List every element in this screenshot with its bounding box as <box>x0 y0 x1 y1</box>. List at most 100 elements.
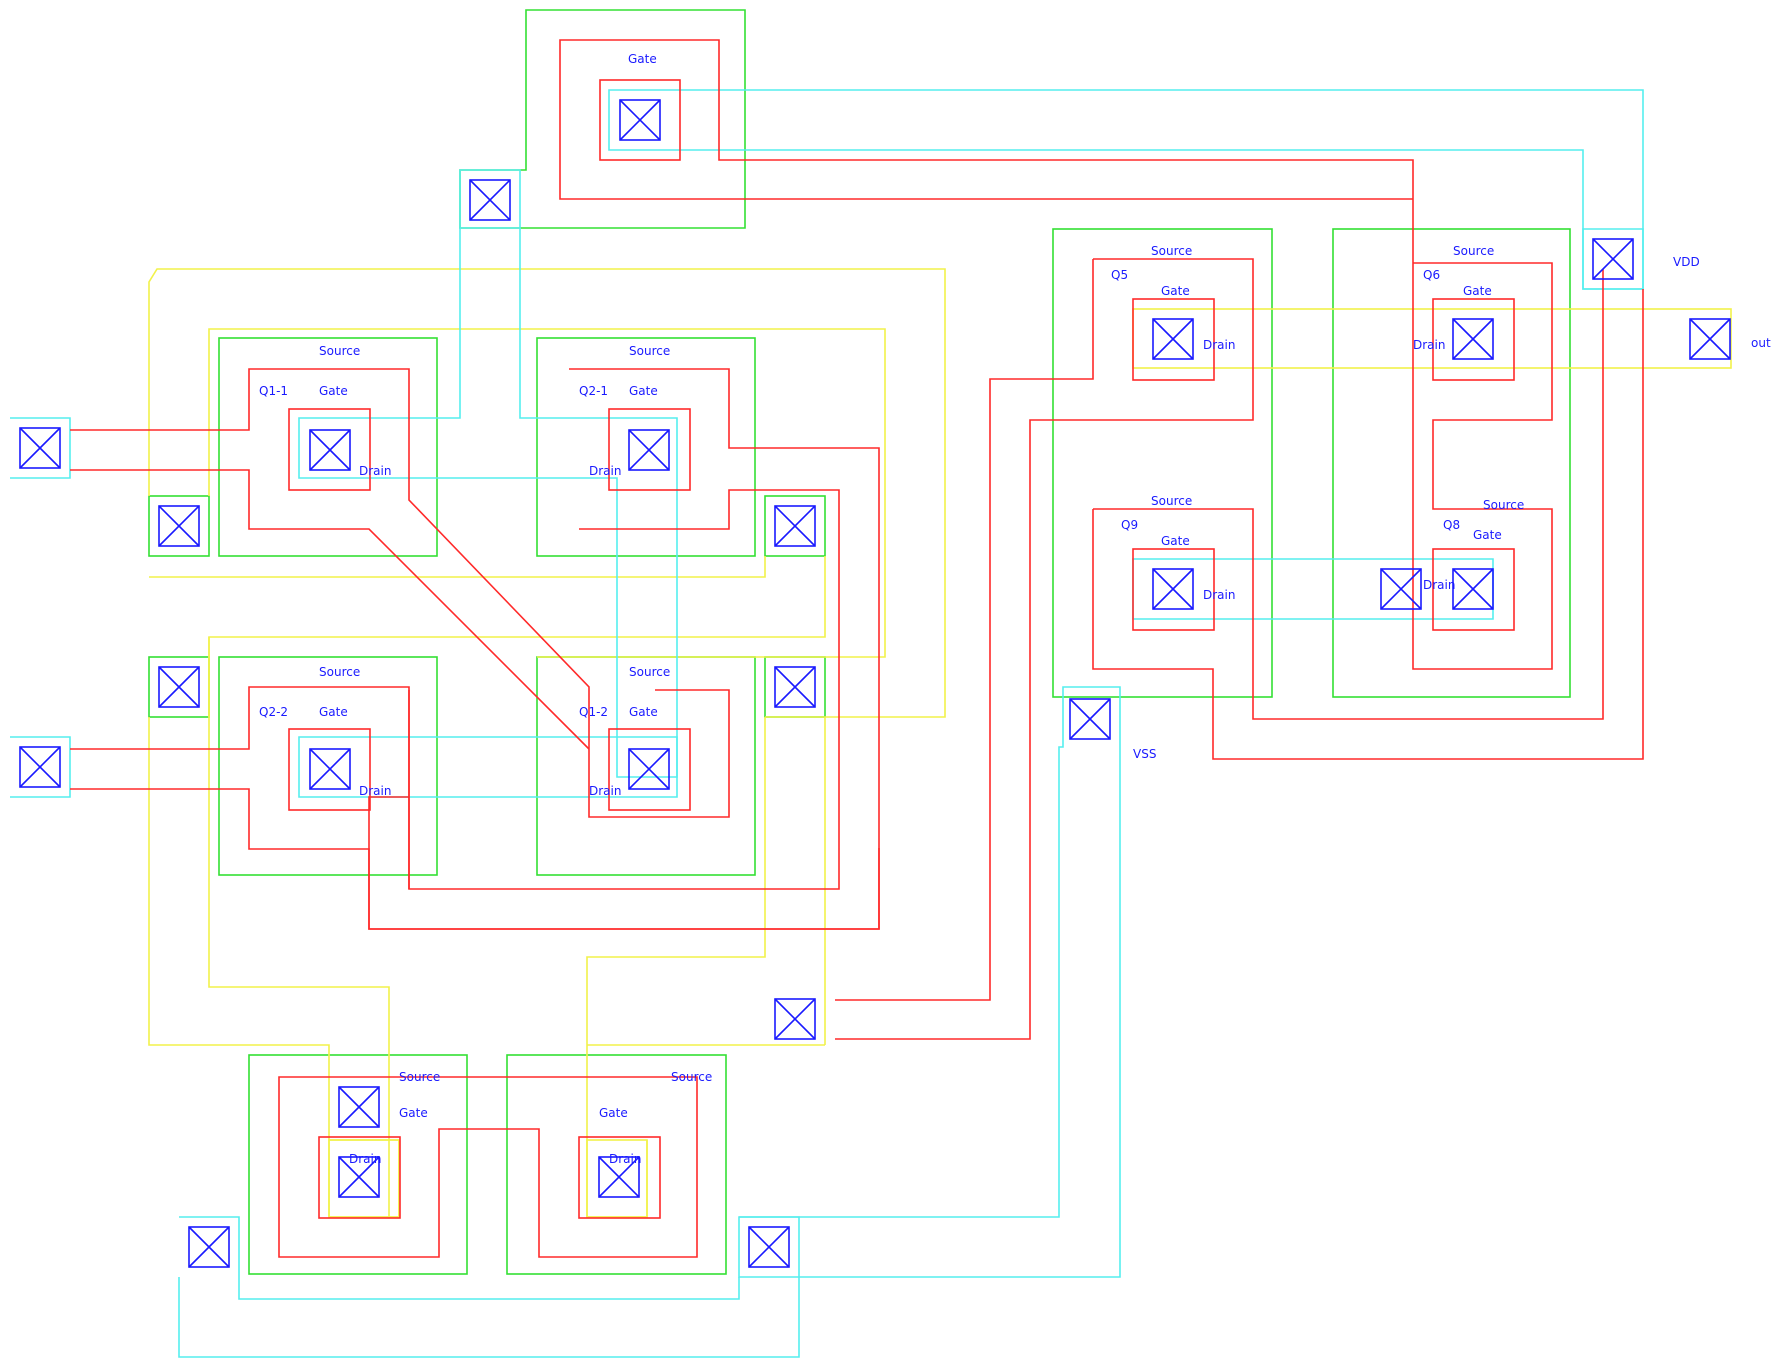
metal2-wire <box>10 736 71 798</box>
metal2-wire <box>298 736 678 798</box>
contact-icon <box>1069 698 1111 740</box>
q5-poly <box>835 259 1094 1001</box>
q2-2-drain-label: Drain <box>359 784 391 798</box>
load-right-active <box>506 1054 727 1275</box>
contact-icon <box>774 666 816 708</box>
contact-icon <box>469 179 511 221</box>
active-layer <box>148 9 1571 1275</box>
load-left-gate-label: Gate <box>399 1106 428 1120</box>
q2-2-poly <box>70 788 880 930</box>
q9-name-label: Q9 <box>1121 518 1138 532</box>
q9-poly <box>1092 289 1644 760</box>
q6-source-label: Source <box>1453 244 1494 258</box>
q1-2-name-label: Q1-2 <box>579 705 608 719</box>
q8-name-label: Q8 <box>1443 518 1460 532</box>
metal1-wire <box>149 556 766 578</box>
q2-1-drain-label: Drain <box>589 464 621 478</box>
metal2-layer <box>10 89 1644 1358</box>
q1-1-source-label: Source <box>319 344 360 358</box>
q2-1-gate <box>608 408 691 491</box>
contact-icon <box>19 746 61 788</box>
q1-2-drain-label: Drain <box>589 784 621 798</box>
q1-1-drain-label: Drain <box>359 464 391 478</box>
q1-1-gate-label: Gate <box>319 384 348 398</box>
q2-1-active <box>536 337 756 557</box>
load-left-active <box>248 1054 468 1275</box>
q9-source-label: Source <box>1151 494 1192 508</box>
contact-icon <box>1380 568 1422 610</box>
metal2-wire <box>298 228 678 778</box>
q2-2-gate-label: Gate <box>319 705 348 719</box>
contact-icon <box>338 1086 380 1128</box>
load-right-drain-label: Drain <box>609 1152 641 1166</box>
contact-icon <box>598 1156 640 1198</box>
q1-1-name-label: Q1-1 <box>259 384 288 398</box>
metal2-wire <box>10 417 71 479</box>
contact-icon <box>774 505 816 547</box>
contact-icon <box>188 1226 230 1268</box>
load-left-gate <box>318 1136 401 1219</box>
q2-2-active <box>218 656 438 876</box>
out-pin-label: out <box>1751 336 1771 350</box>
q5-poly <box>835 258 1254 1040</box>
metal1-layer <box>148 268 1732 1218</box>
q9-gate-label: Gate <box>1161 534 1190 548</box>
vss-pin-label: VSS <box>1133 747 1156 761</box>
top-gate-poly <box>559 39 1553 670</box>
contact-icon <box>19 427 61 469</box>
q1-1-poly <box>70 469 590 750</box>
q8-gate-label: Gate <box>1473 528 1502 542</box>
q2-2-gate <box>288 728 371 811</box>
contact-icon <box>619 99 661 141</box>
contact-icon <box>309 748 351 790</box>
q9-gate <box>1132 548 1215 631</box>
label-layer: Gate Source Q1-1 Gate Drain Source Q2-1 … <box>259 52 1771 1166</box>
load-right-gate-label: Gate <box>599 1106 628 1120</box>
q2-1-name-label: Q2-1 <box>579 384 608 398</box>
q5-active <box>1052 228 1273 698</box>
metal2-wire <box>738 686 1121 1278</box>
q5-name-label: Q5 <box>1111 268 1128 282</box>
q9-poly <box>1093 269 1604 720</box>
q2-1-poly <box>368 368 880 930</box>
load-poly <box>278 1076 698 1258</box>
top-device-gate-label: Gate <box>628 52 657 66</box>
q5-drain-label: Drain <box>1203 338 1235 352</box>
q2-1-gate-label: Gate <box>629 384 658 398</box>
q2-2-poly <box>70 686 410 889</box>
q9-drain-label: Drain <box>1203 588 1235 602</box>
metal2-wire <box>178 1216 800 1358</box>
q1-1-gate <box>288 408 371 491</box>
contact-icon <box>158 666 200 708</box>
contact-icon <box>1452 568 1494 610</box>
contact-icon <box>309 429 351 471</box>
q6-name-label: Q6 <box>1423 268 1440 282</box>
contact-icon <box>1592 238 1634 280</box>
q2-2-source-label: Source <box>319 665 360 679</box>
q1-2-source-label: Source <box>629 665 670 679</box>
contact-icon <box>158 505 200 547</box>
tap-active <box>148 495 210 557</box>
contact-icon <box>628 429 670 471</box>
q2-1-source-label: Source <box>629 344 670 358</box>
poly-layer <box>70 39 1644 1258</box>
q6-gate-label: Gate <box>1463 284 1492 298</box>
metal1-wire <box>208 637 390 1217</box>
metal1-wire <box>148 268 946 718</box>
q2-2-name-label: Q2-2 <box>259 705 288 719</box>
q1-2-gate <box>608 728 691 811</box>
vdd-pin-label: VDD <box>1673 255 1700 269</box>
metal1-pad <box>586 1139 648 1218</box>
q5-source-label: Source <box>1151 244 1192 258</box>
metal2-wire <box>179 1216 740 1300</box>
q5-gate-label: Gate <box>1161 284 1190 298</box>
metal1-wire <box>208 556 826 717</box>
top-device-active <box>459 9 746 229</box>
q1-2-gate-label: Gate <box>629 705 658 719</box>
load-right-gate <box>578 1136 661 1219</box>
q6-drain-label: Drain <box>1413 338 1445 352</box>
contact-icon <box>628 748 670 790</box>
q6-gate <box>1432 298 1515 381</box>
contact-icon <box>1152 318 1194 360</box>
